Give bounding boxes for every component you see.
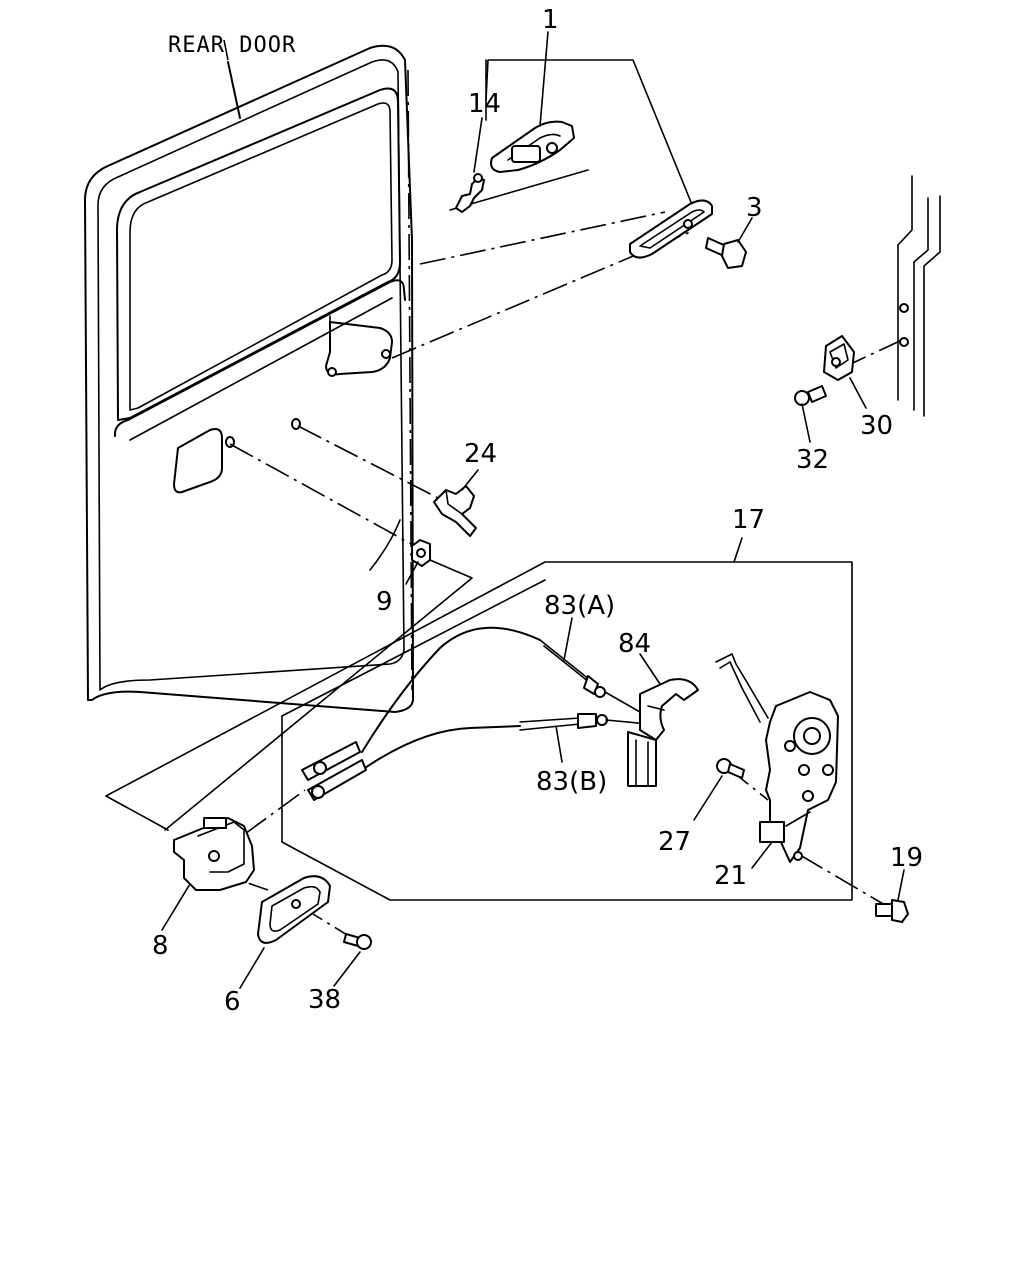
callout-9: 9: [376, 587, 393, 617]
group-17-bracket: [105, 561, 853, 901]
control-cable-b: [361, 713, 649, 771]
leader-83a: [563, 617, 573, 661]
callout-24: 24: [464, 439, 497, 469]
leader-3: [737, 217, 753, 243]
callout-6: 6: [224, 987, 241, 1017]
rear-door-panel: [84, 44, 414, 713]
outside-door-handle: [490, 120, 575, 173]
callout-38: 38: [308, 985, 341, 1015]
leader-27: [693, 775, 723, 821]
striker-screw: [794, 385, 827, 406]
control-cable-a: [361, 626, 641, 753]
callout-83a: 83(A): [544, 591, 615, 621]
leader-1: [539, 31, 549, 127]
callout-14: 14: [468, 89, 501, 119]
leader-9: [405, 561, 419, 585]
leader-38: [333, 951, 361, 987]
leader-21: [751, 841, 773, 869]
leader-32: [801, 403, 811, 443]
escutcheon-screw: [343, 933, 372, 950]
cable-ends: [301, 741, 367, 801]
callout-3: 3: [746, 193, 763, 223]
callout-84: 84: [618, 629, 651, 659]
inside-door-handle: [173, 817, 255, 891]
cable-bracket: [627, 678, 699, 787]
callout-1: 1: [542, 5, 559, 35]
leader-17: [733, 537, 743, 563]
leader-14: [473, 117, 483, 173]
group-9-bracket: [164, 559, 473, 831]
callout-8: 8: [152, 931, 169, 961]
leader-24: [461, 469, 479, 491]
leader-83b: [555, 725, 563, 763]
leader-6: [239, 947, 265, 989]
callout-17: 17: [732, 505, 765, 535]
callout-21: 21: [714, 861, 747, 891]
rod-clip: [455, 173, 485, 213]
rod-guide: [433, 485, 477, 537]
callout-27: 27: [658, 827, 691, 857]
leader-8: [161, 883, 191, 931]
lock-screw-27: [716, 758, 745, 779]
door-lock: [715, 653, 839, 863]
group-1-bracket: [449, 59, 696, 213]
callout-19: 19: [890, 843, 923, 873]
diagram-title: REAR DOOR: [168, 33, 296, 58]
handle-gasket: [629, 199, 713, 259]
callout-83b: 83(B): [536, 767, 607, 797]
leader-19: [897, 869, 905, 901]
callout-32: 32: [796, 445, 829, 475]
door-striker: [823, 335, 855, 381]
handle-escutcheon: [257, 875, 331, 944]
lock-bolt-19: [875, 899, 909, 923]
door-clip: [411, 539, 431, 567]
b-pillar-section: [897, 175, 941, 417]
title-leader-line: [227, 61, 241, 119]
callout-30: 30: [860, 411, 893, 441]
leader-84: [639, 653, 661, 685]
bolt-3: [705, 237, 747, 269]
leader-30: [849, 377, 867, 409]
